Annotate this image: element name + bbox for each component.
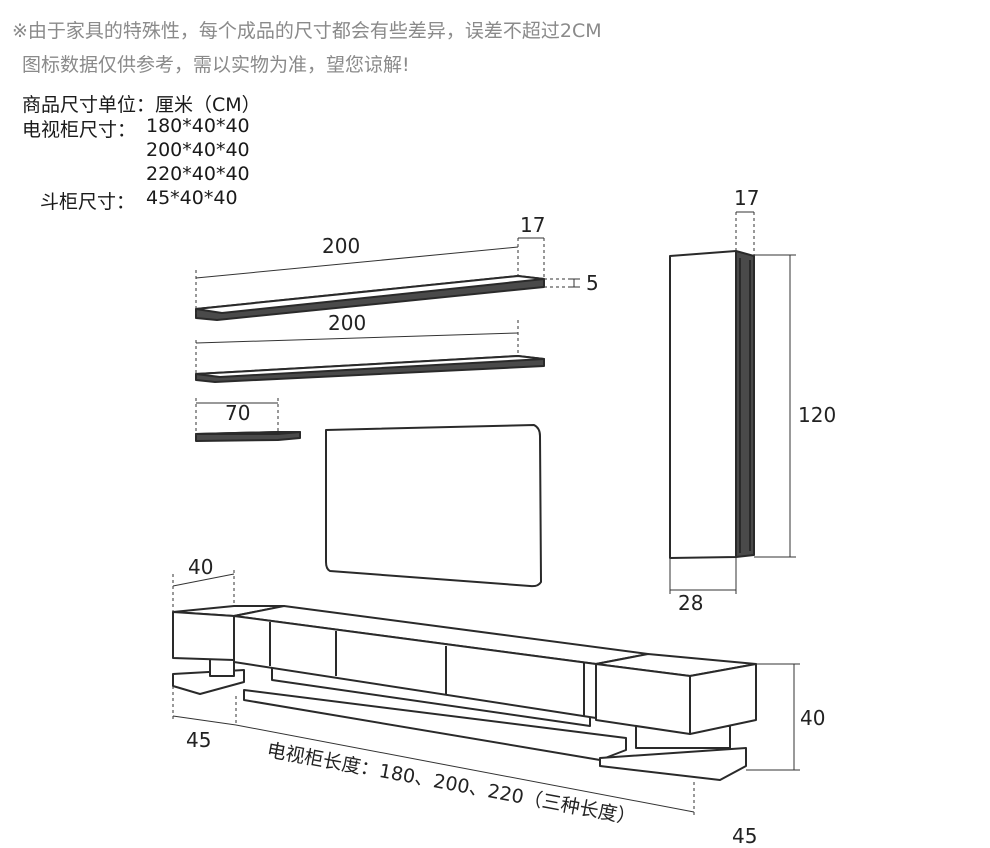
- side-cab-front-label: 45: [186, 728, 211, 752]
- tv-size-3: 220*40*40: [146, 163, 250, 185]
- tv-size-1: 180*40*40: [146, 115, 250, 137]
- tall-cabinet: [669, 250, 755, 559]
- tall-cab-width-label: 28: [678, 591, 703, 615]
- shelf1-depth-label: 17: [520, 213, 545, 237]
- tall-cab-height-label: 120: [798, 403, 836, 427]
- side-cab-width-label: 40: [188, 555, 213, 579]
- tv-size-2: 200*40*40: [146, 139, 250, 161]
- shelf-thickness-label: 5: [586, 271, 599, 295]
- tv-cab-length-line: [235, 724, 695, 813]
- wall-panel: [325, 424, 542, 588]
- shelf2-length-label: 200: [328, 311, 366, 335]
- unit-label: 商品尺寸单位：厘米（CM）: [22, 94, 261, 116]
- side-cab-width-line: [172, 573, 235, 587]
- shelf1-length-line: [195, 246, 519, 279]
- small-shelf-length-label: 70: [225, 401, 250, 425]
- tv-size-label: 电视柜尺寸：: [22, 119, 137, 141]
- notice-line-2: 图标数据仅供参考，需以实物为准，望您谅解!: [22, 54, 410, 76]
- wall-shelf-long-1: [195, 275, 545, 321]
- tv-cab-height-label: 40: [800, 706, 825, 730]
- shelf2-length-line: [195, 332, 519, 344]
- tv-cabinet: [172, 605, 757, 781]
- wall-shelf-long-2: [195, 355, 545, 383]
- cabinet-size: 45*40*40: [146, 187, 238, 209]
- tall-cab-depth-label: 17: [734, 186, 759, 210]
- side-cab-front-line: [172, 715, 237, 726]
- side-cab-back-label: 45: [732, 824, 757, 848]
- shelf1-length-label: 200: [322, 234, 360, 258]
- wall-shelf-small: [195, 431, 301, 442]
- notice-line-1: ※由于家具的特殊性，每个成品的尺寸都会有些差异，误差不超过2CM: [12, 20, 602, 42]
- cabinet-size-label: 斗柜尺寸：: [40, 191, 136, 213]
